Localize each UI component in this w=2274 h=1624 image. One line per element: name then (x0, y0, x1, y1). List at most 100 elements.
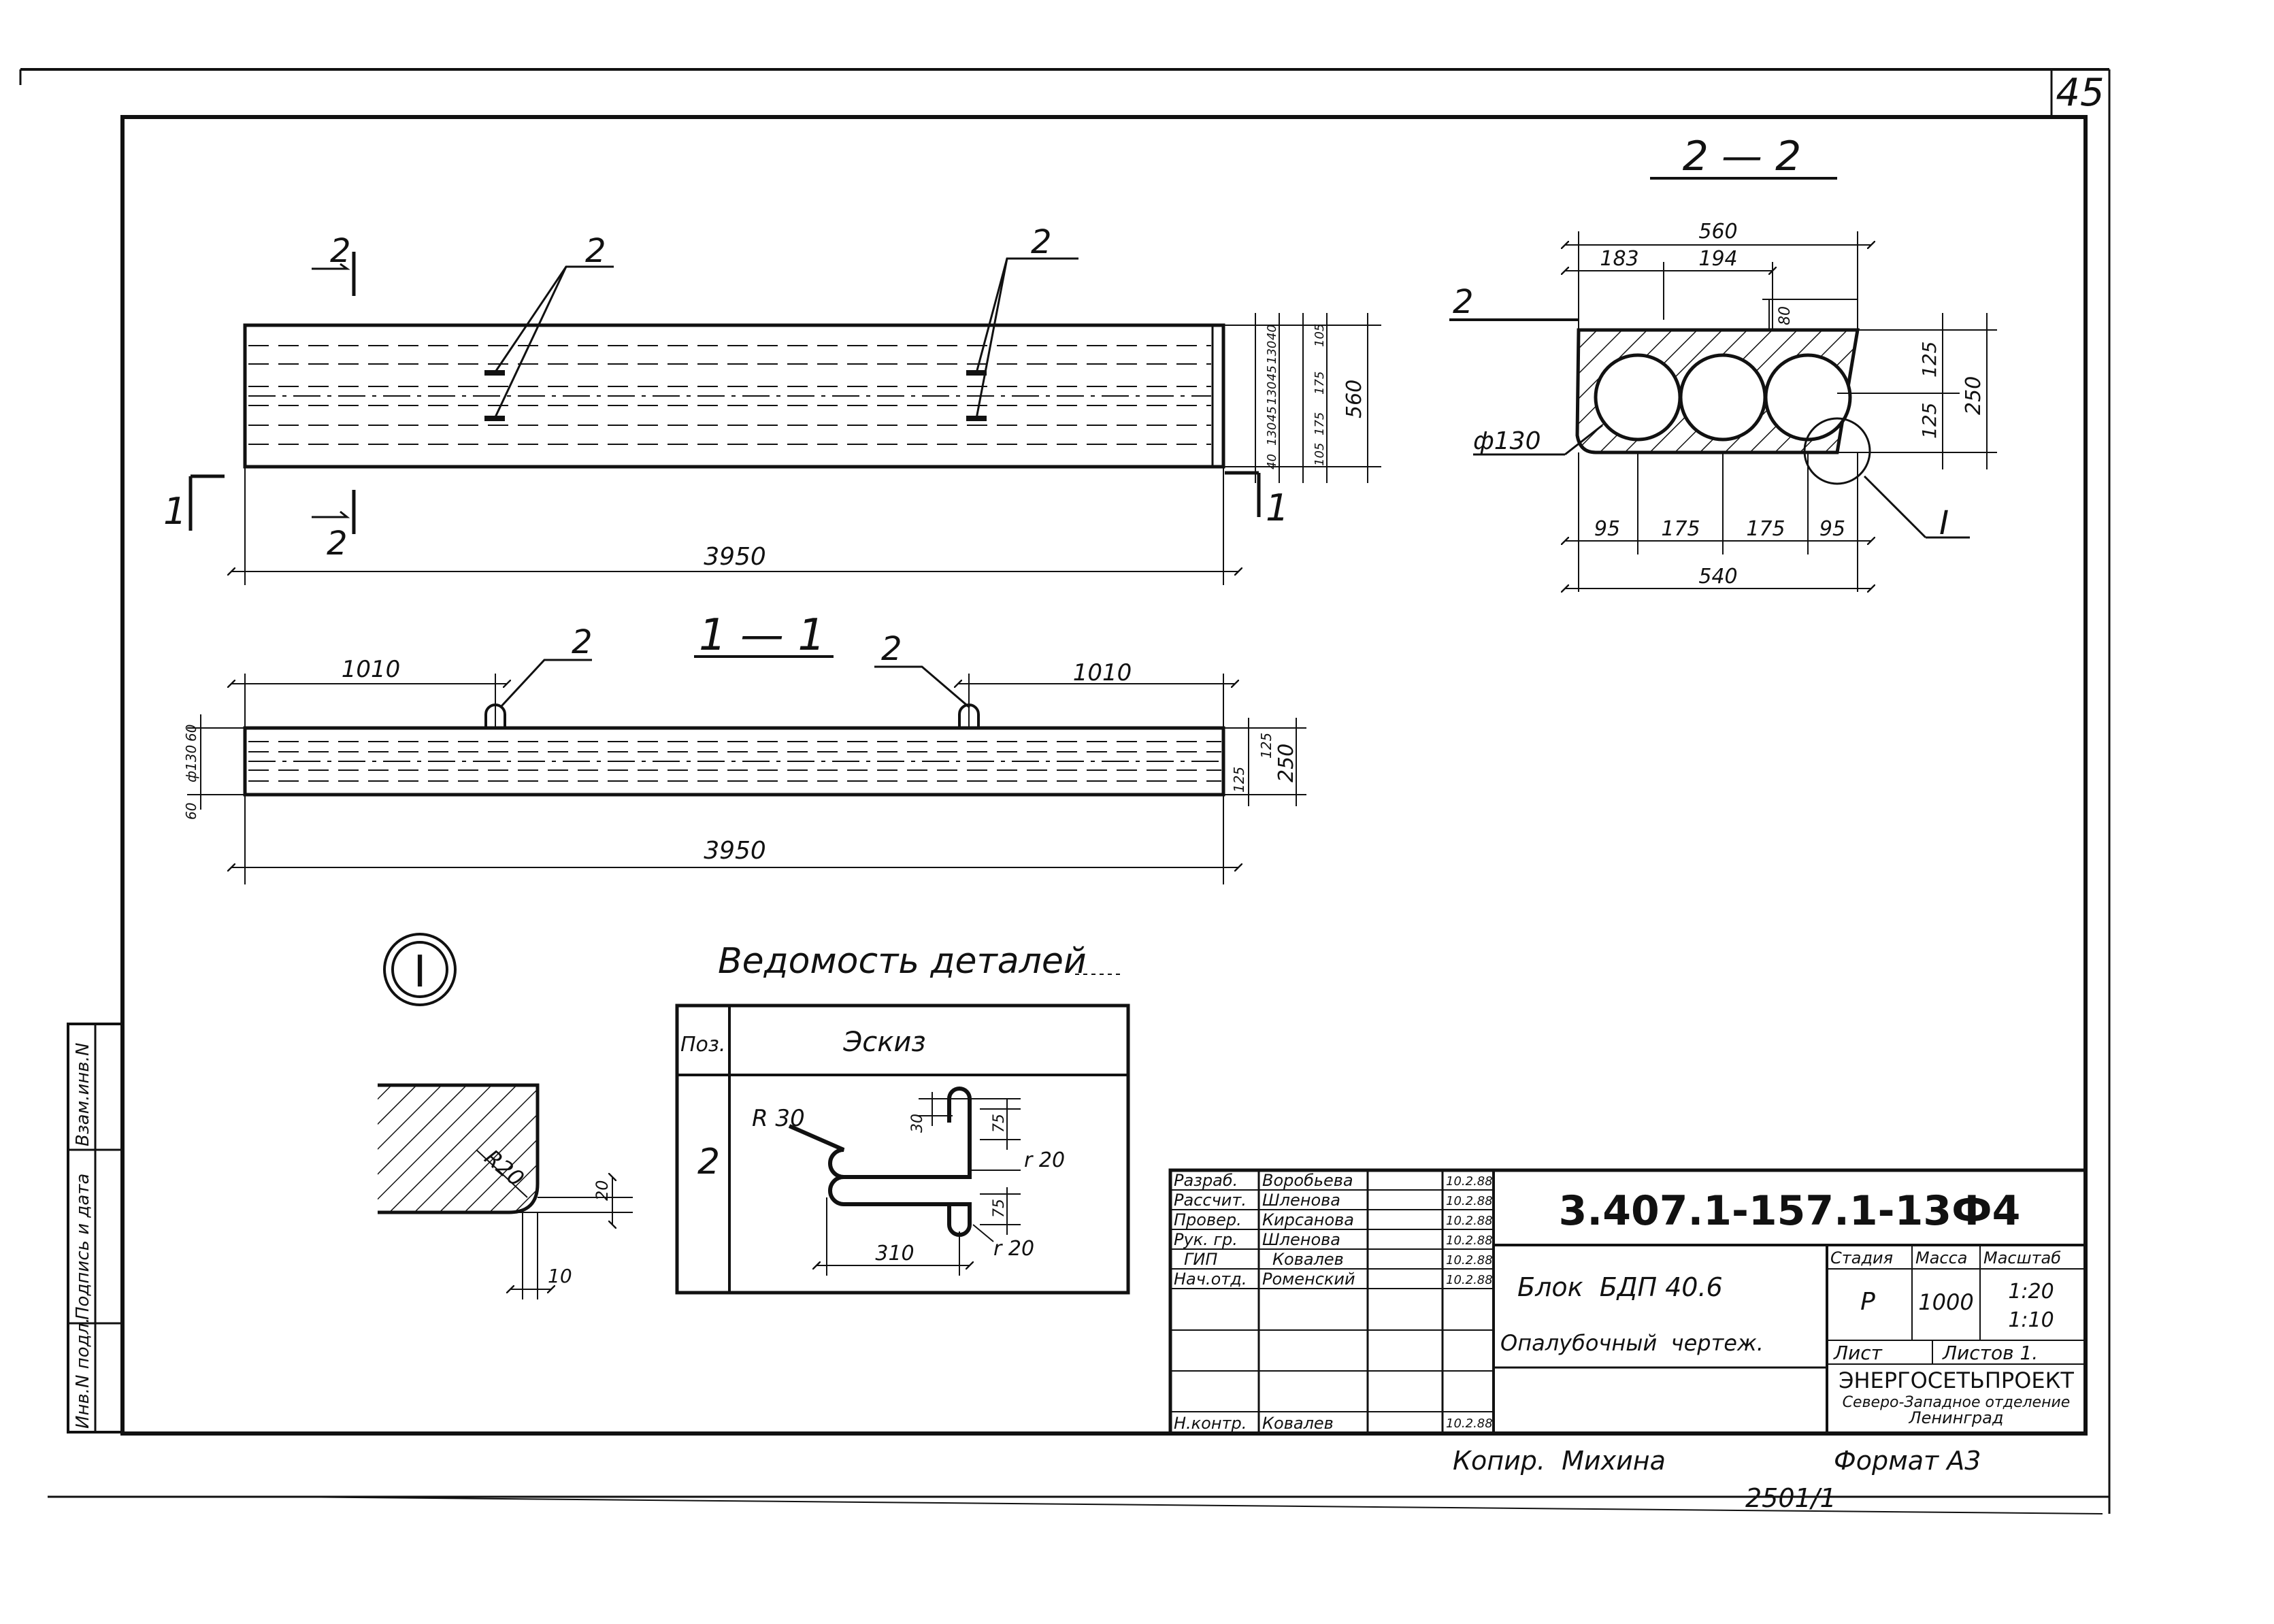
elevation-dim-b3: 105 (1313, 443, 1327, 466)
tb-name-0: Воробьева (1262, 1171, 1353, 1190)
elevation-dim-b0: 105 (1313, 324, 1327, 347)
elevation-dim-a2: 45 (1265, 365, 1279, 381)
elevation-dim-a4: 45 (1265, 406, 1279, 422)
section-2-2-dim-bottom-3: 95 (1819, 517, 1845, 541)
tb-name-9: Ковалев (1262, 1414, 1334, 1433)
section-2-2-top-step: 80 (1777, 306, 1794, 325)
tb-drawing-type: Опалубочный чертеж. (1500, 1330, 1764, 1356)
section-1-1-callout-left: 2 (572, 623, 593, 661)
elevation-view: 2 2 1 1 2 2 3950 560 40 130 45 130 45 13… (163, 223, 1381, 585)
tb-stage-label: Стадия (1830, 1248, 1893, 1267)
section-2-2-right-dim-1: 125 (1918, 403, 1941, 439)
section-2-2-cut-mark: 2 (1453, 283, 1474, 321)
tb-date-0: 10.2.88 (1446, 1174, 1493, 1189)
section-2-2-top-mid: 194 (1698, 247, 1737, 271)
elevation-callout-left: 2 (585, 232, 606, 270)
section-1-1-offset-right: 1010 (1073, 659, 1132, 686)
tb-designation: 3.407.1-157.1-13Ф4 (1559, 1187, 2021, 1235)
section-2-2-height: 250 (1962, 376, 1985, 415)
section-1-1-dim-left-1: ф130 (183, 745, 199, 782)
detail-1: I R20 20 10 (378, 933, 633, 1299)
elevation-dim-a1: 130 (1265, 341, 1279, 364)
tb-sheet-label: Лист (1833, 1342, 1883, 1364)
schedule-col-pos: Поз. (680, 1033, 725, 1057)
tb-mass-label: Масса (1915, 1248, 1968, 1267)
schedule-r30: R 30 (752, 1105, 805, 1132)
elevation-dim-a5: 130 (1265, 422, 1279, 446)
tb-role-4: ГИП (1184, 1250, 1217, 1269)
elevation-callout-right: 2 (1031, 223, 1052, 261)
tb-role-1: Рассчит. (1174, 1191, 1247, 1210)
section-1-1-callout-right: 2 (881, 630, 902, 668)
schedule-d75b: 75 (991, 1199, 1008, 1218)
tb-role-3: Рук. гр. (1174, 1230, 1238, 1249)
section-2-2-dim-bottom-2: 175 (1746, 517, 1785, 541)
footer-order: 2501/1 (1745, 1483, 1836, 1513)
schedule-row-pos: 2 (697, 1142, 720, 1182)
elevation-dim-b2: 175 (1313, 412, 1327, 435)
tb-role-9: Н.контр. (1174, 1414, 1247, 1433)
tb-name-4: Ковалев (1272, 1250, 1344, 1269)
section-2-2-top-width: 560 (1698, 220, 1737, 244)
tb-sheets-label: Листов 1. (1942, 1342, 2038, 1364)
section-2-2-right-dim-0: 125 (1918, 342, 1941, 378)
tb-role-5: Нач.отд. (1174, 1270, 1247, 1289)
elevation-dim-b1: 175 (1313, 371, 1327, 395)
sheet-number: 45 (2056, 71, 2104, 115)
tb-org-2: Северо-Западное отделение (1843, 1394, 2071, 1411)
schedule-r20b: r 20 (993, 1237, 1034, 1261)
schedule-d75a: 75 (991, 1114, 1008, 1133)
details-schedule: Ведомость деталей Поз. Эскиз 2 R 30 30 7… (675, 941, 1130, 1295)
section-1-1-dim-right-1: 125 (1231, 767, 1247, 793)
schedule-d310: 310 (875, 1242, 914, 1265)
tb-org-1: ЭНЕРГОСЕТЬПРОЕКТ (1839, 1368, 2074, 1393)
side-stamp-replace: Взам.инв.N (73, 1043, 93, 1146)
tb-role-2: Провер. (1174, 1210, 1242, 1229)
section-1-1: 1 — 1 2 2 (183, 610, 1306, 884)
tb-date-1: 10.2.88 (1446, 1194, 1493, 1208)
section-2-2-bottom-width: 540 (1698, 565, 1737, 589)
schedule-d30: 30 (909, 1114, 926, 1133)
elevation-section-mark-left: 1 (163, 490, 186, 533)
section-1-1-title: 1 — 1 (699, 610, 825, 661)
section-2-2-detail-mark: I (1939, 504, 1949, 542)
elevation-height: 560 (1342, 380, 1366, 418)
elevation-length: 3950 (704, 543, 766, 571)
section-2-2-dim-bottom-1: 175 (1661, 517, 1700, 541)
tb-name-1: Шленова (1262, 1191, 1340, 1210)
section-1-1-height: 250 (1274, 744, 1298, 782)
detail-1-dim-v: 20 (593, 1180, 612, 1201)
section-2-2-hole-dia: ф130 (1473, 427, 1541, 455)
side-stamp: Инв.N подл. Подпись и дата Взам.инв.N (67, 1023, 124, 1434)
elevation-dim-a3: 130 (1265, 382, 1279, 405)
section-1-1-length: 3950 (704, 837, 766, 865)
section-1-1-dim-left-2: 60 (183, 803, 199, 820)
section-2-2-dim-bottom-0: 95 (1594, 517, 1620, 541)
elevation-cut-mark-bottom: 2 (327, 525, 348, 563)
schedule-r20a: r 20 (1024, 1148, 1065, 1172)
footer-format: Формат А3 (1834, 1446, 1981, 1476)
section-1-1-dim-left-0: 60 (183, 725, 199, 742)
footer-copier: Копир. Михина (1453, 1446, 1666, 1476)
sheet-frame (19, 68, 2111, 1514)
tb-product-name: Блок БДП 40.6 (1517, 1272, 1723, 1302)
schedule-col-sketch: Эскиз (842, 1027, 925, 1058)
section-1-1-offset-left: 1010 (342, 656, 401, 683)
tb-date-5: 10.2.88 (1446, 1273, 1493, 1287)
elevation-cut-mark-top: 2 (330, 232, 351, 270)
elevation-dim-a0: 40 (1265, 325, 1279, 340)
tb-role-0: Разраб. (1174, 1171, 1238, 1190)
title-block: Разраб. Рассчит. Провер. Рук. гр. ГИП На… (1168, 1168, 2088, 1436)
schedule-title: Ведомость деталей (718, 941, 1087, 982)
tb-date-2: 10.2.88 (1446, 1214, 1493, 1228)
tb-stage: Р (1860, 1288, 1875, 1316)
section-1-1-dim-right-0: 125 (1258, 733, 1274, 759)
section-2-2-title: 2 — 2 (1683, 133, 1802, 180)
detail-1-mark: I (414, 947, 427, 997)
tb-date-4: 10.2.88 (1446, 1253, 1493, 1267)
tb-scale-1: 1:20 (2008, 1280, 2054, 1304)
tb-scale-label: Масштаб (1983, 1248, 2061, 1267)
tb-mass: 1000 (1918, 1289, 1973, 1315)
side-stamp-sign: Подпись и дата (73, 1174, 93, 1320)
